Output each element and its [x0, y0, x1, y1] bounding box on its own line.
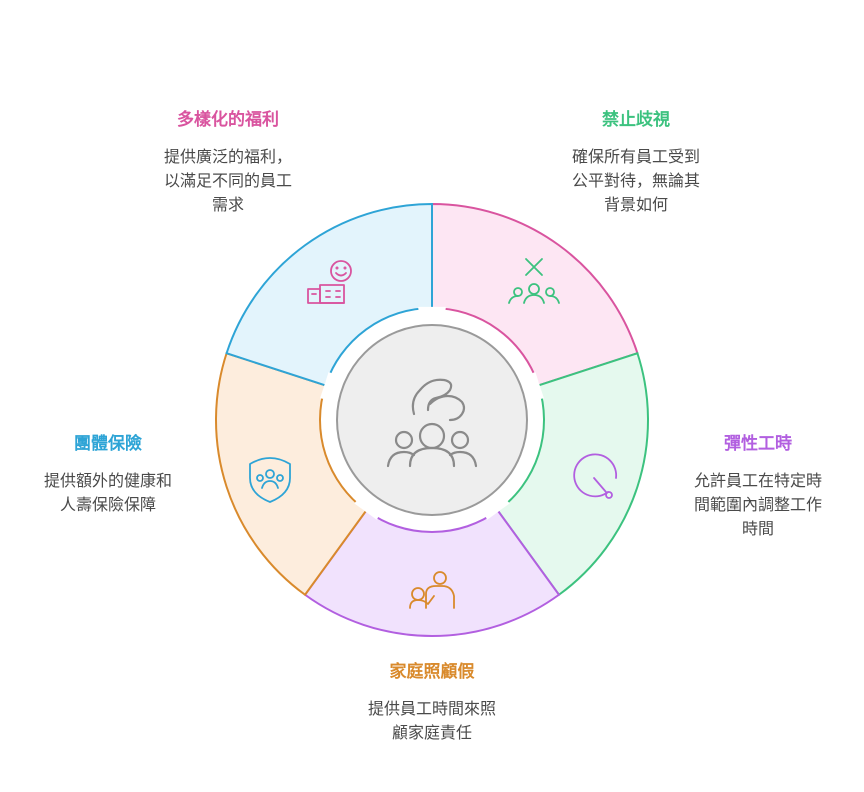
segment-gap [354, 490, 386, 520]
description-line: 提供廣泛的福利， [163, 147, 292, 166]
segment-description: 提供廣泛的福利， 以滿足不同的員工 需求 [128, 145, 328, 217]
description-line: 提供員工時間來照 [367, 699, 496, 718]
clock-icon [573, 453, 618, 499]
description-line: 人壽保險保障 [59, 495, 156, 514]
segment-description: 允許員工在特定時 間範圍內調整工作 時間 [658, 469, 858, 541]
description-line: 背景如何 [603, 195, 668, 214]
segment-gap [418, 306, 446, 325]
ring-segment-family [215, 351, 368, 597]
ring-segment-nondiscrimination [496, 351, 649, 597]
hand-people-icon [386, 378, 478, 468]
segment-description: 確保所有員工受到 公平對待，無論其 背景如何 [536, 145, 736, 217]
building-smile-icon [307, 260, 352, 304]
description-line: 以滿足不同的員工 [163, 171, 292, 190]
segment-description: 提供員工時間來照 顧家庭責任 [332, 697, 532, 745]
segment-title: 團體保險 [74, 434, 142, 454]
people-cross-icon [508, 258, 560, 304]
description-line: 確保所有員工受到 [571, 147, 700, 166]
label-family: 家庭照顧假 提供員工時間來照 顧家庭責任 [332, 661, 532, 745]
segment-title: 禁止歧視 [602, 110, 670, 130]
label-flexible: 彈性工時 允許員工在特定時 間範圍內調整工作 時間 [658, 433, 858, 541]
shield-group-icon [249, 457, 291, 503]
center-hub [336, 324, 528, 516]
segment-description: 提供額外的健康和 人壽保險保障 [8, 469, 208, 517]
segment-title: 彈性工時 [724, 434, 792, 454]
ring-segment-flexible [303, 509, 561, 637]
ring-segment-insurance [225, 202, 433, 387]
segment-title: 多樣化的福利 [177, 110, 279, 130]
description-line: 公平對待，無論其 [571, 171, 700, 190]
label-diverse: 多樣化的福利 提供廣泛的福利， 以滿足不同的員工 需求 [128, 109, 328, 217]
parent-child-icon [409, 571, 455, 609]
description-line: 提供額外的健康和 [43, 471, 172, 490]
description-line: 時間 [741, 519, 774, 538]
segment-title: 家庭照顧假 [389, 662, 475, 682]
segment-gap [478, 490, 510, 520]
description-line: 間範圍內調整工作 [693, 495, 822, 514]
label-insurance: 團體保險 提供額外的健康和 人壽保險保障 [8, 433, 208, 517]
label-nondiscrimination: 禁止歧視 確保所有員工受到 公平對待，無論其 背景如何 [536, 109, 736, 217]
description-line: 顧家庭責任 [391, 723, 472, 742]
description-line: 允許員工在特定時 [693, 471, 822, 490]
description-line: 需求 [211, 195, 244, 214]
